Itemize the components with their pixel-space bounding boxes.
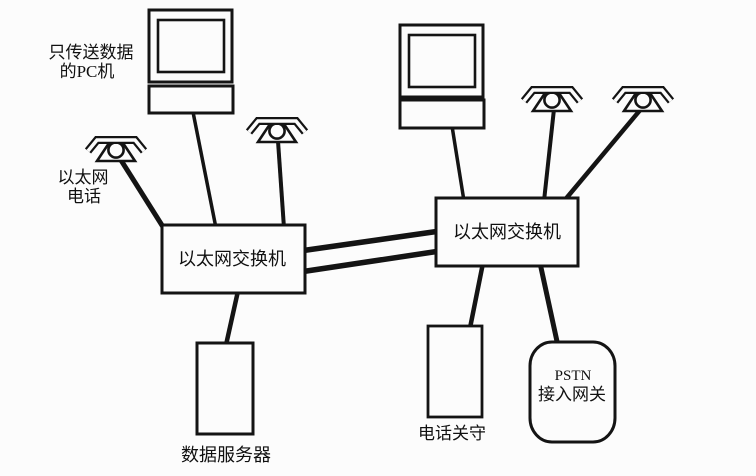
trunk-line-lower [299,248,441,275]
gatekeeper-box [426,324,484,419]
pc-icon-right [398,23,486,130]
link-switch-left-to-server [223,290,241,346]
ethernet-phone-label-line2: 电话 [67,187,101,206]
ethernet-phone-label-line1: 以太网 [58,168,109,187]
link-phone4-to-switch-right [562,107,643,203]
pc-data-only-label: 只传送数据 的PC机 [49,43,134,81]
ethernet-phone-icon-3 [524,90,580,111]
link-phone3-to-switch-right [542,108,556,202]
ethernet-phone-label: 以太网 电话 [58,168,109,206]
pstn-gateway-shape [528,340,617,444]
ethernet-phone-icon-4 [615,90,671,111]
ethernet-phone-icon-2 [249,121,305,142]
link-pc-right-to-switch-right [450,125,466,202]
pstn-gateway-node: PSTN 接入网关 [528,340,617,444]
pc-data-only-label-line1: 只传送数据 [49,43,134,62]
gatekeeper-label: 电话关守 [418,424,486,443]
link-switch-right-to-pstn-gateway [537,262,561,347]
ethernet-phone-icon-1 [88,140,144,161]
pc-base-unit [147,84,235,115]
server-box [195,341,255,436]
link-phone2-to-switch-left [276,140,286,229]
trunk-line-upper [299,228,441,254]
pstn-gateway-label-line1: PSTN [555,368,592,384]
pc-monitor-screen [407,33,477,89]
pc-icon-left [147,8,235,115]
switch-right-label: 以太网交换机 [453,222,561,242]
link-pc-left-to-switch-left [191,111,218,229]
connection-lines [116,107,643,347]
switch-box [160,223,307,295]
pc-data-only-label-line2: 的PC机 [60,62,115,81]
switch-left-node: 以太网交换机 [160,223,307,295]
pstn-gateway-label-line2: 接入网关 [538,385,606,404]
gatekeeper-node: 电话关守 [418,324,486,443]
pc-base-unit [398,98,486,130]
pc-monitor-screen [156,18,226,74]
switch-left-label: 以太网交换机 [178,249,286,269]
switch-box [434,196,580,268]
link-switch-right-to-gatekeeper [467,262,486,329]
switch-right-node: 以太网交换机 [434,196,580,268]
data-server-label: 数据服务器 [181,445,271,465]
data-server-node: 数据服务器 [181,341,271,465]
